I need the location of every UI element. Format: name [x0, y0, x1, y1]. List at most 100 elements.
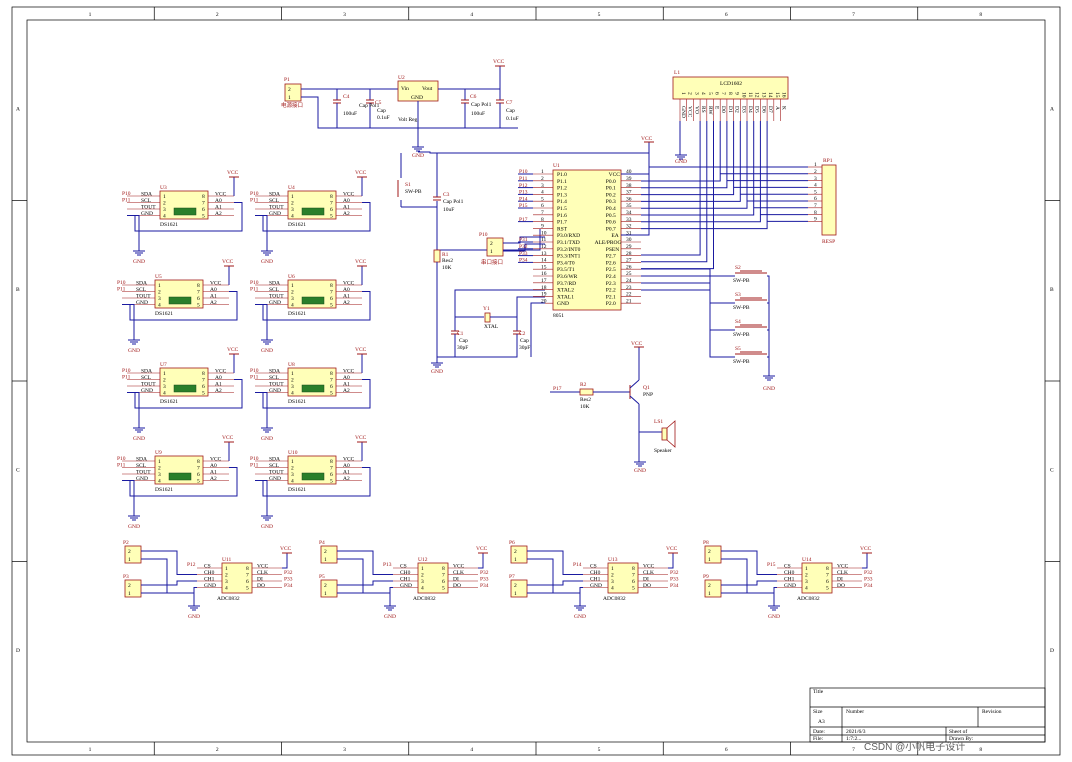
- mcu-pin-name: P1.1: [557, 179, 567, 185]
- c2-ref: C2: [519, 331, 526, 337]
- s1-ref: S1: [405, 182, 411, 188]
- sensor-pin-name: VCC: [343, 457, 355, 463]
- lcd-pin-number: 4: [700, 92, 706, 95]
- p1-label: 电源接口: [281, 101, 303, 109]
- adc-pin-number: 7: [632, 573, 635, 579]
- rp1-pin-number: 5: [814, 189, 817, 195]
- sensor-pin-name: TOUT: [269, 294, 284, 300]
- sensor-pin-name: VCC: [215, 192, 227, 198]
- sensor-pin-name: SDA: [136, 457, 147, 463]
- adc-pin-number: 1: [611, 566, 614, 572]
- s1-name: SW-PB: [405, 189, 422, 195]
- sensor-pin-name: SDA: [141, 369, 152, 375]
- lcd-pin-number: 14: [767, 92, 773, 98]
- adc-pin-number: 8: [246, 566, 249, 572]
- mcu-pin-number: 34: [626, 210, 632, 216]
- mcu-pin-name: P0.4: [606, 206, 616, 212]
- mcu-ref: U1: [553, 163, 560, 169]
- p1-connector: [284, 83, 302, 102]
- sensor-pin-name: A1: [215, 382, 222, 388]
- c5-value: 0.1uF: [377, 115, 390, 121]
- adc-pin-name: DO: [453, 583, 461, 589]
- u2-gnd: GND: [411, 95, 423, 101]
- mcu-pin-name: XTAL1: [557, 294, 574, 300]
- mcu-pin-number: 4: [541, 190, 544, 196]
- lcd-name: LCD1602: [720, 81, 742, 87]
- mcu-pin-number: 18: [541, 285, 547, 291]
- sensor-pin-number: 6: [330, 384, 333, 390]
- sensor-pin-number: 8: [197, 283, 200, 289]
- sensor-pin-number: 6: [197, 296, 200, 302]
- vcc-label: VCC: [227, 347, 239, 353]
- row-label-right: C: [1050, 467, 1054, 473]
- buzzer-gnd-label: GND: [634, 468, 646, 474]
- mcu-pin-name: P3.5/T1: [557, 267, 575, 273]
- adc-net-label: P34: [864, 583, 873, 589]
- adc-ref: U11: [222, 557, 232, 563]
- adc-pin-name: DI: [643, 577, 649, 583]
- mcu-pin-name: P2.7: [606, 254, 616, 260]
- serial-connector: 21 P10 串口接口: [479, 232, 545, 266]
- lcd-pin-name: D1: [727, 106, 733, 113]
- sensor-pin-number: 5: [330, 479, 333, 485]
- lcd-pin-number: 11: [747, 92, 753, 98]
- col-label-top: 8: [979, 12, 982, 18]
- sensor-pin-number: 3: [163, 384, 166, 390]
- r2-resistor: [579, 388, 594, 396]
- r1-type: Res2: [442, 258, 453, 264]
- mcu-pin-name: P1.3: [557, 192, 567, 198]
- col-label-top: 4: [470, 12, 473, 18]
- connector-ref: P3: [123, 574, 129, 580]
- adc-pin-name: VCC: [257, 564, 269, 570]
- lcd-pin-name: D4: [747, 106, 753, 113]
- col-label-bottom: 2: [216, 747, 219, 753]
- connector-ref: P5: [319, 574, 325, 580]
- col-label-top: 3: [343, 12, 346, 18]
- sensor-pin-name: TOUT: [269, 470, 284, 476]
- adc-pin-number: 4: [421, 586, 424, 592]
- adc-pin-number: 4: [611, 586, 614, 592]
- sensor-pin-number: 1: [291, 459, 294, 465]
- connector-pin: 1: [324, 591, 327, 597]
- adc-pin-number: 6: [632, 579, 635, 585]
- col-label-bottom: 6: [725, 747, 728, 753]
- sensor-pin-name: SCL: [136, 287, 147, 293]
- sensor-pin-name: VCC: [343, 192, 355, 198]
- y1-name: XTAL: [484, 324, 499, 330]
- sensor-scl-net: P11: [250, 375, 259, 381]
- mcu-pin-number: 38: [626, 183, 632, 189]
- adc-pin-name: CH1: [784, 577, 795, 583]
- connector-pin: 2: [324, 549, 327, 555]
- sensor-pin-name: A0: [215, 375, 222, 381]
- sensor-ref: U6: [288, 274, 295, 280]
- sensor-pin-number: 3: [163, 207, 166, 213]
- mcu-pin-name: P0.5: [606, 213, 616, 219]
- power-vcc-label: VCC: [493, 59, 505, 65]
- buzzer-circuit: P17 R2 Res2 10K VCC Q1 PNP LS1 Speaker G…: [550, 341, 676, 474]
- vcc-label: VCC: [355, 259, 367, 265]
- crystal-circuit: Y1 XTAL C1 Cap 30pF C2 Cap 30pF: [437, 289, 545, 358]
- q1-type: PNP: [643, 392, 653, 398]
- mcu-pin-name: PSEN: [606, 247, 619, 253]
- y1-ref: Y1: [483, 306, 490, 312]
- sensor-pin-number: 4: [291, 214, 294, 220]
- gnd-label: GND: [574, 614, 586, 620]
- vcc-label: VCC: [476, 546, 488, 552]
- ls1-ref: LS1: [654, 419, 663, 425]
- adc-pin-number: 6: [246, 579, 249, 585]
- button-name: SW-PB: [733, 332, 750, 338]
- serial-label: 串口接口: [481, 258, 503, 266]
- sensor-sda-net: P10: [250, 280, 259, 286]
- adc-ref: U13: [608, 557, 618, 563]
- adc-pin-number: 3: [611, 579, 614, 585]
- sensor-pin-name: GND: [269, 211, 281, 217]
- vcc-label: VCC: [355, 170, 367, 176]
- lcd-pin-number: 8: [727, 92, 733, 95]
- sensor-pin-number: 2: [158, 466, 161, 472]
- sensor-pin-name: VCC: [210, 457, 222, 463]
- buzzer-net-label: P17: [553, 386, 562, 392]
- button-ref: S3: [735, 292, 741, 298]
- sensor-scl-net: P11: [117, 463, 126, 469]
- row-label-right: D: [1050, 648, 1054, 654]
- csdn-watermark: CSDN @小帆电子设计: [864, 740, 965, 753]
